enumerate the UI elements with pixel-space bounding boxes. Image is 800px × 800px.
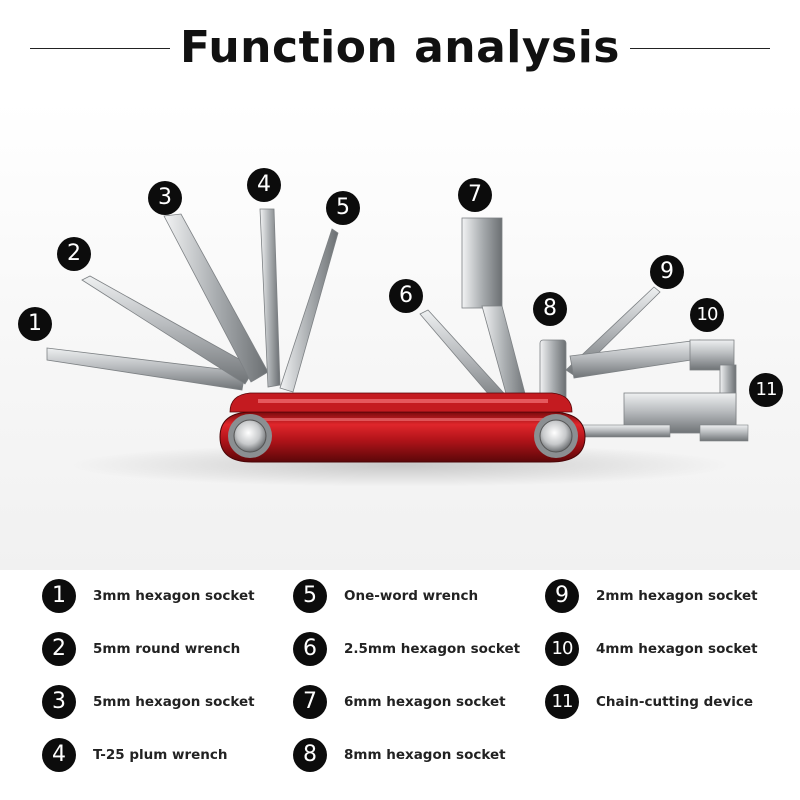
callout-1: 1	[18, 307, 52, 341]
legend-item-9: 9 2mm hexagon socket	[545, 577, 758, 615]
callout-8: 8	[533, 292, 567, 326]
tool-7-hex-6mm	[461, 217, 529, 409]
legend-label: Chain-cutting device	[596, 694, 753, 710]
tool-5-flat-wrench	[279, 228, 339, 393]
legend-number: 7	[293, 685, 327, 719]
legend-label: 8mm hexagon socket	[344, 747, 506, 763]
legend-item-1: 1 3mm hexagon socket	[42, 577, 255, 615]
multi-tool-illustration	[46, 208, 749, 487]
callout-6: 6	[389, 279, 423, 313]
page-title: Function analysis	[0, 22, 800, 73]
legend-number: 11	[545, 685, 579, 719]
bolt-left	[228, 414, 272, 458]
legend-number: 9	[545, 579, 579, 613]
tool-11-chain-breaker	[579, 339, 749, 442]
legend: 1 3mm hexagon socket 2 5mm round wrench …	[0, 575, 800, 800]
page-title-text: Function analysis	[169, 22, 630, 73]
legend-label: One-word wrench	[344, 588, 479, 604]
legend-label: 5mm round wrench	[93, 641, 241, 657]
legend-item-3: 3 5mm hexagon socket	[42, 683, 255, 721]
legend-item-7: 7 6mm hexagon socket	[293, 683, 506, 721]
tool-4-torx-t25	[259, 208, 281, 388]
legend-item-10: 10 4mm hexagon socket	[545, 630, 758, 668]
legend-number: 5	[293, 579, 327, 613]
callout-4: 4	[247, 168, 281, 202]
legend-label: 5mm hexagon socket	[93, 694, 255, 710]
legend-label: 4mm hexagon socket	[596, 641, 758, 657]
legend-label: 3mm hexagon socket	[93, 588, 255, 604]
callout-5: 5	[326, 191, 360, 225]
legend-number: 1	[42, 579, 76, 613]
legend-item-6: 6 2.5mm hexagon socket	[293, 630, 520, 668]
legend-item-2: 2 5mm round wrench	[42, 630, 240, 668]
legend-number: 8	[293, 738, 327, 772]
legend-label: T-25 plum wrench	[93, 747, 228, 763]
legend-item-4: 4 T-25 plum wrench	[42, 736, 228, 774]
legend-number: 3	[42, 685, 76, 719]
callout-3: 3	[148, 181, 182, 215]
callout-2: 2	[57, 237, 91, 271]
callout-9: 9	[650, 255, 684, 289]
tool-1-hex-3mm	[46, 347, 246, 391]
red-handle-body	[219, 392, 586, 463]
callout-7: 7	[458, 178, 492, 212]
tool-10-hex-4mm	[569, 339, 705, 379]
legend-number: 10	[545, 632, 579, 666]
legend-number: 6	[293, 632, 327, 666]
legend-item-11: 11 Chain-cutting device	[545, 683, 753, 721]
legend-number: 2	[42, 632, 76, 666]
callout-11: 11	[749, 373, 783, 407]
legend-label: 6mm hexagon socket	[344, 694, 506, 710]
legend-item-8: 8 8mm hexagon socket	[293, 736, 506, 774]
legend-label: 2mm hexagon socket	[596, 588, 758, 604]
product-photo: 1 2 3 4 5 6 7 8 9 10 11	[0, 100, 800, 570]
callout-10: 10	[690, 298, 724, 332]
legend-number: 4	[42, 738, 76, 772]
legend-label: 2.5mm hexagon socket	[344, 641, 521, 657]
legend-item-5: 5 One-word wrench	[293, 577, 478, 615]
bolt-right	[534, 414, 578, 458]
